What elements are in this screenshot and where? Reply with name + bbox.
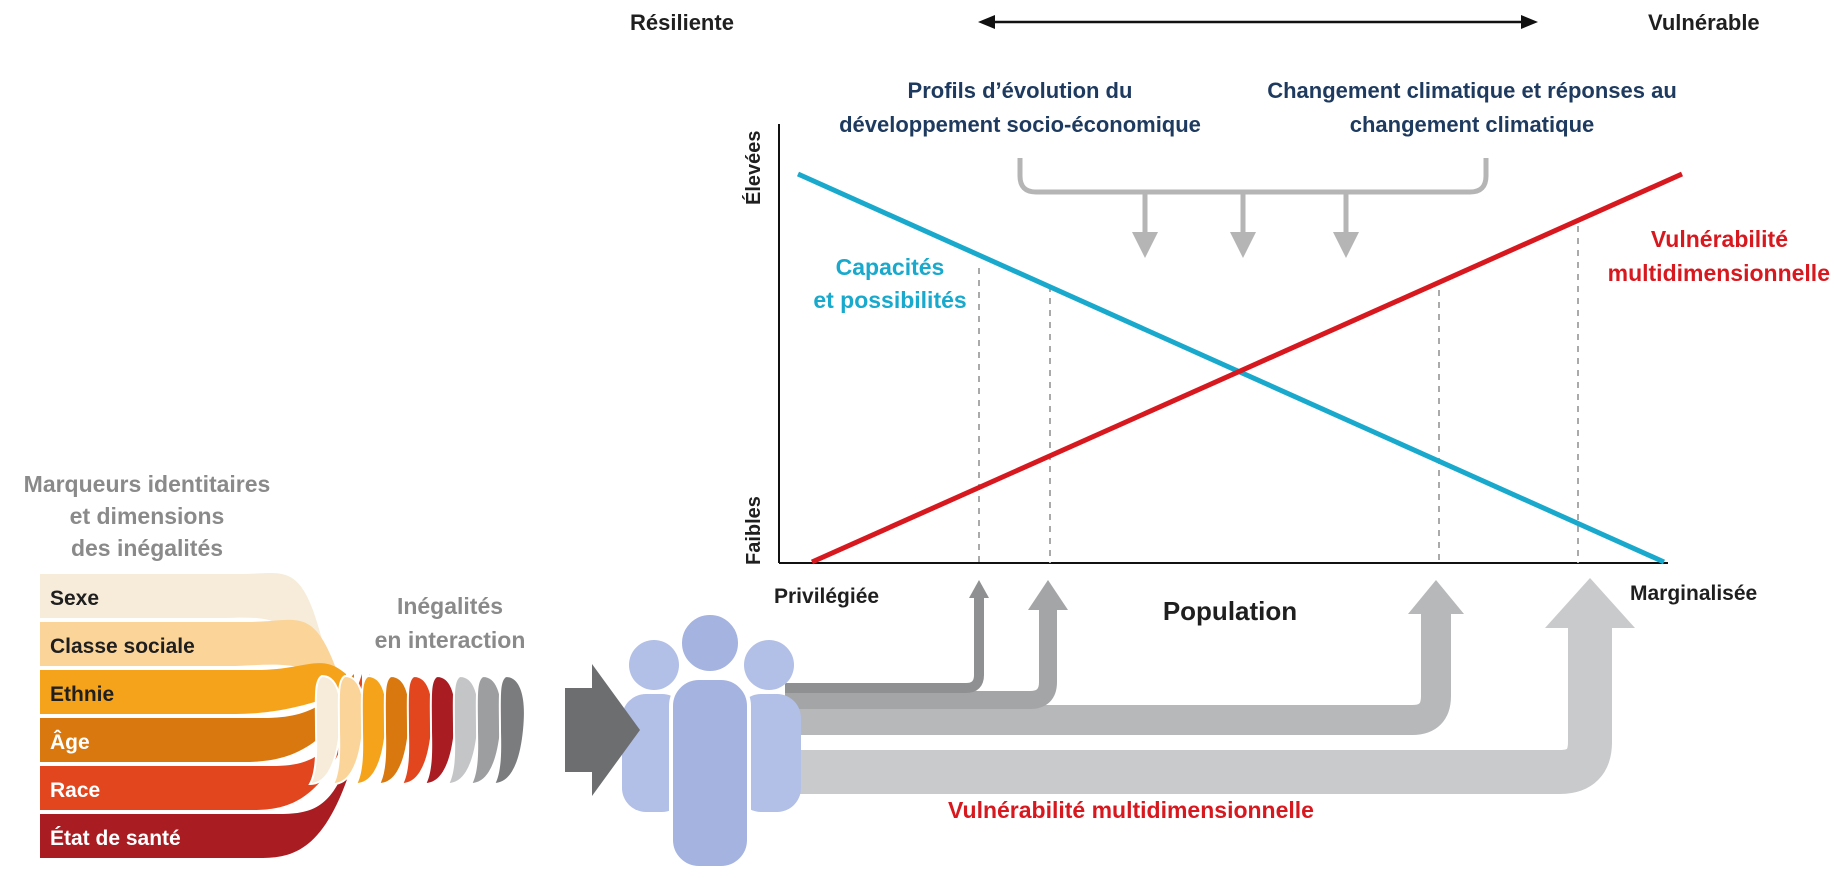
marker-ribbon: [40, 674, 362, 810]
driver-socioeconomic-line1: Profils d’évolution du: [908, 78, 1133, 103]
capacities-label-line2: et possibilités: [813, 287, 966, 313]
interacting-inequalities-coil: [308, 674, 526, 786]
drivers-bracket: [1017, 158, 1489, 195]
interaction-arrow: [565, 664, 640, 796]
marker-label: Classe sociale: [50, 635, 195, 658]
marker-label: État de santé: [50, 827, 181, 850]
marker-ribbon: [40, 674, 354, 762]
markers-title-line1: Marqueurs identitaires: [24, 471, 271, 497]
y-axis-low-label: Faibles: [743, 496, 765, 565]
coil-segment: [492, 674, 526, 786]
scale-right-label: Vulnérable: [1648, 10, 1760, 35]
bottom-vulnerability-label: Vulnérabilité multidimensionnelle: [948, 797, 1314, 823]
driver-arrows: [1132, 192, 1359, 258]
population-guides: [978, 226, 1579, 563]
scale-arrowhead-left: [978, 15, 995, 29]
marker-ribbon: [40, 573, 330, 690]
marker-ribbon: [40, 663, 346, 714]
capacities-line: [796, 171, 1666, 565]
vulnerability-line: [810, 171, 1684, 565]
marker-label: Âge: [50, 730, 90, 754]
y-axis-high-label: Élevées: [742, 130, 765, 205]
people-group-icon: [622, 611, 801, 870]
x-axis-left-label: Privilégiée: [774, 585, 879, 608]
markers-title-line2: et dimensions: [70, 503, 225, 529]
vulnerability-label-line1: Vulnérabilité: [1651, 226, 1788, 252]
x-axis-title: Population: [1163, 596, 1297, 626]
interaction-label-line1: Inégalités: [397, 593, 503, 619]
scale-arrowhead-right: [1521, 15, 1538, 29]
driver-climate-line2: changement climatique: [1350, 112, 1595, 137]
x-axis-right-label: Marginalisée: [1630, 582, 1757, 605]
marker-ribbon: [40, 674, 370, 858]
population-flow-arrows: [785, 598, 1612, 794]
marker-ribbon: [40, 619, 338, 690]
driver-climate-line1: Changement climatique et réponses au: [1267, 78, 1677, 103]
population-flow-arrowheads: [969, 578, 1635, 628]
capacities-label-line1: Capacités: [836, 254, 945, 280]
vulnerability-label-line2: multidimensionnelle: [1608, 260, 1830, 286]
scale-left-label: Résiliente: [630, 10, 734, 35]
marker-label: Race: [50, 779, 100, 802]
marker-label: Ethnie: [50, 683, 114, 706]
interaction-label-line2: en interaction: [375, 627, 526, 653]
driver-socioeconomic-line2: développement socio-économique: [839, 112, 1201, 137]
marker-label: Sexe: [50, 587, 99, 610]
markers-title-line3: des inégalités: [71, 535, 223, 561]
